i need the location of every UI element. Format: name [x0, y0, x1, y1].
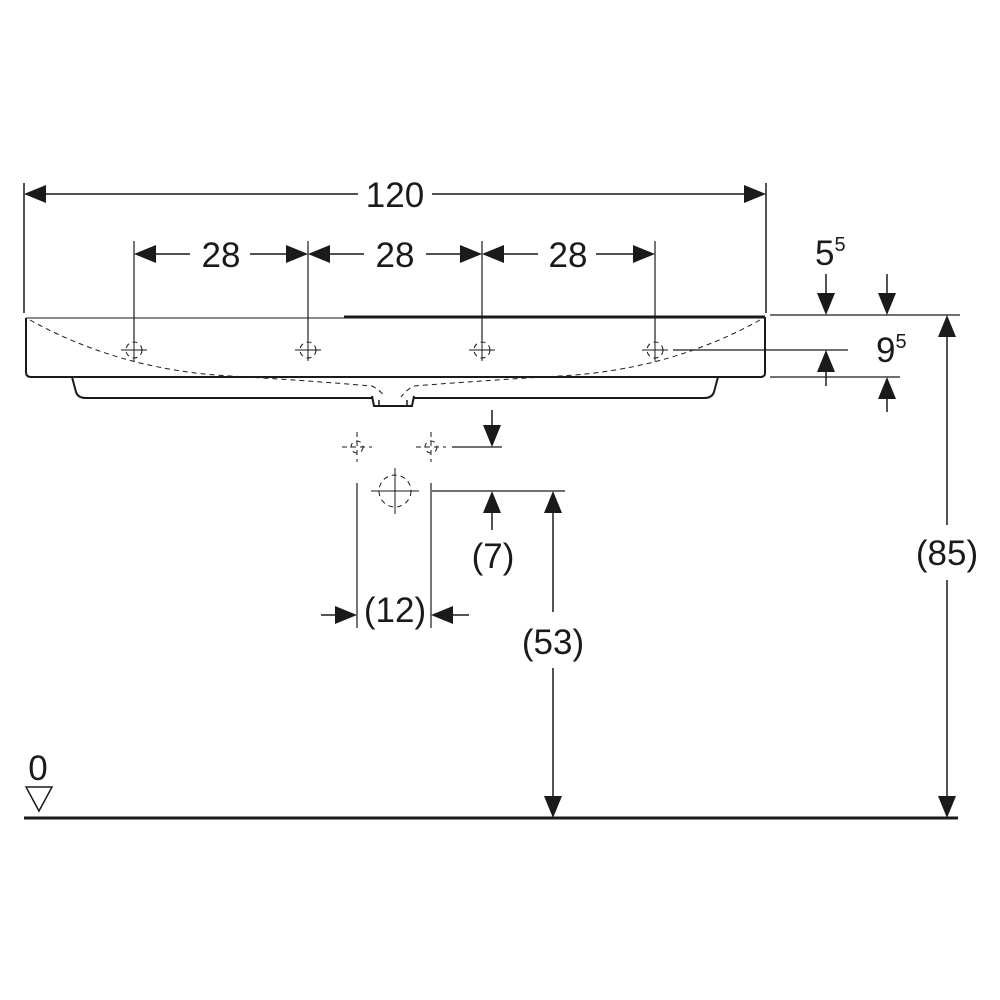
arrow-right-icon — [460, 245, 482, 263]
tap-hole-icon — [295, 337, 321, 361]
waste-outlet-icon — [371, 468, 419, 514]
overall-width-dimension: 120 — [23, 176, 767, 313]
waste-height-dimension: (53) — [522, 491, 584, 818]
small-outlet-icon — [416, 432, 446, 462]
waste-height-label: (53) — [522, 623, 584, 662]
arrow-left-icon — [24, 185, 46, 203]
arrow-down-icon — [483, 425, 501, 447]
arrow-up-icon — [544, 491, 562, 513]
arrow-right-icon — [286, 245, 308, 263]
rim-height-label: (85) — [916, 534, 978, 573]
waste-offset-label: (7) — [472, 537, 515, 576]
arrow-right-icon — [335, 606, 357, 624]
arrow-down-icon — [878, 293, 896, 315]
arrow-up-icon — [817, 350, 835, 372]
small-outlet-icon — [342, 432, 372, 462]
arrow-right-icon — [633, 245, 655, 263]
arrow-left-icon — [308, 245, 330, 263]
arrow-right-icon — [744, 185, 766, 203]
floor-level: 0 — [24, 749, 958, 820]
arrow-left-icon — [482, 245, 504, 263]
waste-outlet-markers: (7) (12) — [321, 410, 565, 630]
floor-level-label: 0 — [28, 749, 47, 788]
tap-spacing-label-1: 28 — [202, 236, 241, 275]
arrow-down-icon — [938, 796, 956, 818]
basin-outline — [25, 315, 766, 407]
level-marker-icon — [24, 786, 54, 813]
tap-hole-icon — [469, 337, 495, 361]
tap-spacing-label-3: 28 — [549, 236, 588, 275]
rim-thickness-label: 55 — [815, 234, 846, 273]
arrow-left-icon — [134, 245, 156, 263]
arrow-down-icon — [544, 796, 562, 818]
tap-hole-markers — [121, 337, 668, 361]
arrow-up-icon — [938, 315, 956, 337]
arrow-down-icon — [817, 293, 835, 315]
tap-spacing-dimensions: 28 28 28 — [133, 236, 656, 340]
basin-depth-label: 95 — [876, 331, 907, 370]
rim-height-dimension: (85) — [916, 315, 978, 818]
arrow-up-icon — [878, 377, 896, 399]
rim-depth-dimensions: 55 95 — [673, 234, 960, 412]
tap-hole-icon — [642, 337, 668, 361]
overall-width-label: 120 — [366, 176, 424, 215]
tap-hole-icon — [121, 337, 147, 361]
arrow-left-icon — [431, 606, 453, 624]
waste-spacing-label: (12) — [364, 591, 426, 630]
tap-spacing-label-2: 28 — [376, 236, 415, 275]
arrow-up-icon — [483, 491, 501, 513]
